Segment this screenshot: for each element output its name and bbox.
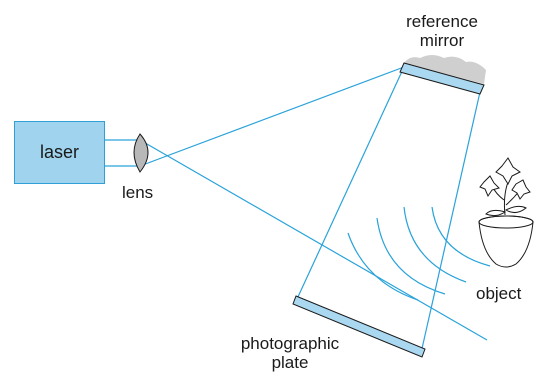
object-wavefront-2 (376, 217, 446, 295)
object-wavefront-1 (347, 232, 419, 301)
lens-shape (133, 133, 149, 173)
beam-mirror-to-plate-right (420, 91, 481, 354)
lens-label: lens (122, 183, 154, 202)
reference-mirror-label-line1: reference (406, 12, 478, 31)
photographic-plate-label-line1: photographic (240, 334, 340, 353)
laser-label: laser (39, 142, 79, 162)
reference-mirror-label-line2: mirror (419, 31, 465, 50)
photographic-plate (292, 295, 426, 358)
beam-mirror-to-plate-left (296, 66, 405, 300)
laser-box: laser (14, 121, 105, 184)
reference-mirror-backing (404, 55, 486, 84)
reference-mirror (399, 62, 485, 95)
plant-object-icon (478, 157, 534, 268)
object-wavefront-4 (431, 206, 491, 267)
photographic-plate-label: photographic plate (235, 334, 345, 372)
photographic-plate-label-line2: plate (271, 353, 309, 372)
reference-mirror-label: reference mirror (400, 12, 484, 50)
beam-to-object (139, 139, 488, 341)
object-label: object (476, 284, 522, 303)
beam-to-reference-mirror (139, 66, 405, 167)
object-wavefront-3 (403, 206, 467, 283)
